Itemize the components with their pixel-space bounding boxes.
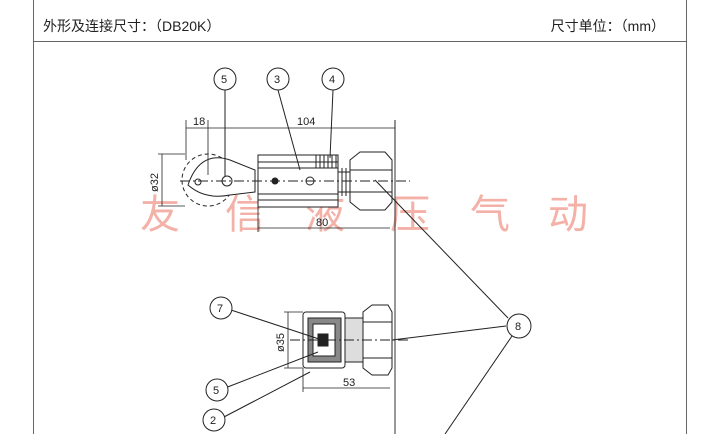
- bottom-callouts: [202, 296, 323, 432]
- leader-line: [221, 371, 311, 419]
- callout-8: [506, 313, 532, 339]
- callout-label: 5: [213, 385, 219, 397]
- callout-label: 5: [221, 74, 227, 86]
- drawing-frame: [33, 0, 687, 434]
- dim-dia32: ø32: [149, 173, 161, 192]
- leader-line: [329, 89, 334, 159]
- callout-8-group: [374, 179, 532, 434]
- handle-lever: [187, 157, 256, 197]
- leader-line: [374, 179, 509, 319]
- dim-80: 80: [316, 217, 328, 229]
- callout-label: 8: [515, 321, 521, 333]
- callout-label: 3: [274, 74, 280, 86]
- watermark-char: 友: [140, 192, 180, 238]
- callout-5-bottom: [205, 378, 229, 402]
- pivot-point: [194, 178, 202, 186]
- hex-nut: [349, 151, 393, 211]
- leader-line: [277, 89, 301, 171]
- callout-label: 7: [217, 303, 223, 315]
- leader-line: [444, 335, 513, 434]
- watermark-char: 气: [470, 192, 510, 238]
- units-label: 尺寸单位：（mm）: [550, 18, 665, 34]
- callout-2: [202, 408, 226, 432]
- top-callouts: [213, 67, 345, 176]
- drawing-title: 外形及连接尺寸：（DB20K）: [43, 18, 221, 34]
- dim-18: 18: [193, 116, 205, 128]
- callout-7: [209, 296, 233, 320]
- bottom-dimensions: [284, 311, 390, 392]
- top-dimensions: [158, 120, 396, 232]
- callout-label: 4: [329, 74, 335, 86]
- leader-line: [224, 351, 319, 389]
- dim-dia35: ø35: [275, 333, 287, 352]
- bottom-view: [290, 304, 410, 376]
- dim-104: 104: [297, 116, 315, 128]
- leader-line: [391, 325, 507, 341]
- header-bar: 外形及连接尺寸：（DB20K） 尺寸单位：（mm）: [33, 8, 687, 42]
- knurl-ticks: [315, 155, 337, 168]
- watermark-char: 动: [548, 192, 588, 238]
- callout-label: 2: [210, 415, 216, 427]
- stem-collar: [337, 171, 351, 193]
- leader-line: [230, 309, 323, 341]
- dim-53: 53: [343, 377, 355, 389]
